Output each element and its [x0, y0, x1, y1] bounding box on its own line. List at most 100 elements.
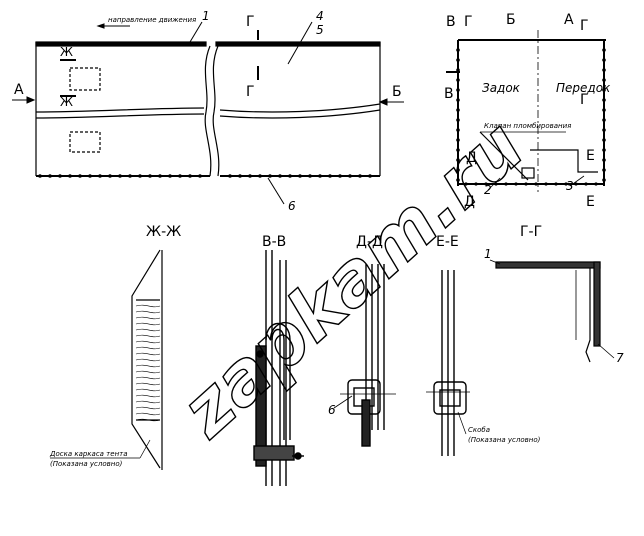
rivet: [564, 182, 568, 186]
wood-grain-line: [135, 394, 161, 398]
rivet: [338, 174, 342, 178]
side-label-front: Передок: [556, 81, 611, 95]
rivet: [168, 174, 172, 178]
rivet: [188, 174, 192, 178]
rivet: [602, 138, 606, 142]
rivet: [456, 58, 460, 62]
rivet: [456, 88, 460, 92]
wood-grain-line: [135, 304, 161, 308]
rivet: [238, 174, 242, 178]
wood-grain-line: [135, 400, 161, 404]
rivet: [456, 178, 460, 182]
rivet: [534, 182, 538, 186]
direction-label: направление движения: [108, 16, 196, 24]
wood-grain-line: [135, 346, 161, 350]
rivet: [456, 78, 460, 82]
rivet: [602, 158, 606, 162]
rivet: [138, 174, 142, 178]
rivet: [358, 174, 362, 178]
callout-3: 3: [566, 179, 574, 193]
view-arrow-b: [378, 98, 404, 106]
section-zh-bottom: Ж: [60, 95, 73, 109]
side-label-g-right: Г: [580, 18, 589, 34]
rivet: [38, 174, 42, 178]
side-label-g: Г: [464, 14, 473, 30]
rivet: [602, 58, 606, 62]
rivet: [602, 88, 606, 92]
side-label-d: Д: [466, 150, 477, 166]
section-e-drawing: [426, 270, 470, 456]
rivet: [456, 148, 460, 152]
rivet: [474, 182, 478, 186]
view-arrow-a: [12, 96, 36, 104]
wood-grain-line: [135, 376, 161, 380]
section-zh-top: Ж: [60, 45, 73, 59]
bracket-note-2: (Показана условно): [468, 436, 541, 444]
section-g-drawing: [495, 261, 601, 363]
callout-5: 5: [316, 23, 324, 37]
side-label-v-bottom: В: [444, 86, 454, 102]
side-label-e: Е: [586, 148, 595, 164]
wood-grain-line: [135, 334, 161, 338]
rivet: [602, 178, 606, 182]
rivet: [328, 174, 332, 178]
section-title-g: Г-Г: [520, 224, 542, 240]
view-arrow-a-label: А: [14, 82, 24, 98]
rivet: [68, 174, 72, 178]
rivet: [456, 158, 460, 162]
rivet: [228, 174, 232, 178]
rivet: [318, 174, 322, 178]
rivet: [524, 182, 528, 186]
rivet: [288, 174, 292, 178]
side-label-v-top: В: [446, 14, 456, 30]
rivet: [348, 174, 352, 178]
rivet: [456, 108, 460, 112]
rivet: [594, 182, 598, 186]
wood-grain-line: [135, 358, 161, 362]
rivet: [456, 98, 460, 102]
rivet: [584, 182, 588, 186]
wood-grain-line: [135, 412, 161, 416]
rivet: [456, 138, 460, 142]
rivet: [148, 174, 152, 178]
callout-2: 2: [484, 183, 492, 197]
wood-grain-line: [135, 310, 161, 314]
seal-valve-label: Клапан пломбирования: [484, 122, 571, 130]
wood-grain-line: [135, 316, 161, 320]
top-view-rivets: [38, 174, 372, 178]
wood-grain-line: [135, 340, 161, 344]
direction-arrow: [96, 23, 130, 29]
rivet: [456, 48, 460, 52]
side-label-e-bottom: Е: [586, 194, 595, 210]
rivet: [574, 182, 578, 186]
rivet: [602, 118, 606, 122]
rivet: [278, 174, 282, 178]
callout-6-top: 6: [288, 199, 296, 213]
rivet: [58, 174, 62, 178]
leader-1: [189, 21, 203, 43]
section-title-zh: Ж-Ж: [146, 224, 181, 240]
rivet: [554, 182, 558, 186]
wood-grain-line: [135, 406, 161, 410]
tent-top-view: [35, 41, 381, 177]
callout-7: 7: [616, 351, 624, 365]
section-title-d: Д-Д: [356, 234, 383, 250]
rivet: [128, 174, 132, 178]
rivet: [298, 174, 302, 178]
callout-1-section: 1: [484, 247, 492, 261]
rivet: [602, 128, 606, 132]
wood-grain-line: [135, 418, 161, 422]
side-label-a: А: [564, 12, 574, 28]
wood-grain-line: [135, 322, 161, 326]
rivet: [198, 174, 202, 178]
rivet: [602, 68, 606, 72]
rivet: [464, 182, 468, 186]
rivet: [158, 174, 162, 178]
rivet: [178, 174, 182, 178]
side-label-g-right-2: Г: [580, 92, 589, 108]
rivet: [514, 182, 518, 186]
wood-grain-line: [135, 382, 161, 386]
section-g-bottom: Г: [246, 84, 255, 100]
rivet: [48, 174, 52, 178]
